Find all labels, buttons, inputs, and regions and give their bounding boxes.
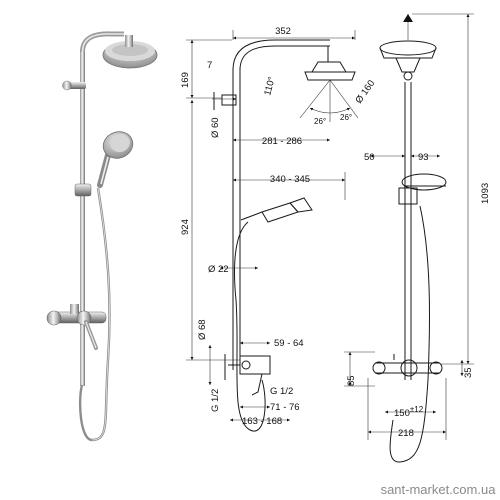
dim-7: 7 (207, 60, 212, 71)
dim-85: 85 (346, 375, 357, 386)
dim-110-degrees: 110° (262, 75, 278, 96)
dim-diameter-60: Ø 60 (210, 117, 221, 138)
side-view-drawing: 352 7 169 110° Ø 160 26° 26° Ø 60 281 - … (180, 26, 377, 432)
dim-71-76: 71 - 76 (270, 402, 300, 413)
dim-26-degrees-right: 26° (340, 113, 352, 122)
hand-shower (97, 131, 134, 188)
riser-rail (80, 50, 85, 386)
dim-352: 352 (275, 26, 291, 37)
product-photo (46, 31, 158, 442)
dim-g-half-inch-left: G 1/2 (210, 389, 221, 412)
dim-163-168: 163 - 168 (242, 416, 282, 427)
dim-150: 150±12 (394, 405, 424, 419)
dim-924: 924 (180, 219, 191, 235)
mixer-valve (46, 304, 107, 350)
dim-340-345: 340 - 345 (270, 174, 310, 185)
dim-35: 35 (463, 367, 474, 378)
dim-59-64: 59 - 64 (274, 338, 304, 349)
dim-1093: 1093 (480, 183, 491, 204)
dim-diameter-68: Ø 68 (197, 319, 208, 340)
dim-diameter-22: Ø 22 (208, 264, 229, 275)
dim-50: 50 (364, 152, 375, 163)
dim-93: 93 (418, 152, 429, 163)
dim-diameter-160: Ø 160 (353, 78, 377, 106)
front-view-drawing: 50 93 1093 85 35 150±12 218 (344, 13, 491, 463)
watermark: sant-market.com.ua (381, 482, 497, 497)
dim-169: 169 (180, 72, 191, 88)
dim-281-286: 281 - 286 (262, 136, 302, 147)
dim-g-half-inch-right: G 1/2 (270, 386, 293, 397)
dim-218: 218 (398, 428, 414, 439)
dim-26-degrees-left: 26° (314, 117, 326, 126)
slider-clamp (74, 183, 92, 197)
